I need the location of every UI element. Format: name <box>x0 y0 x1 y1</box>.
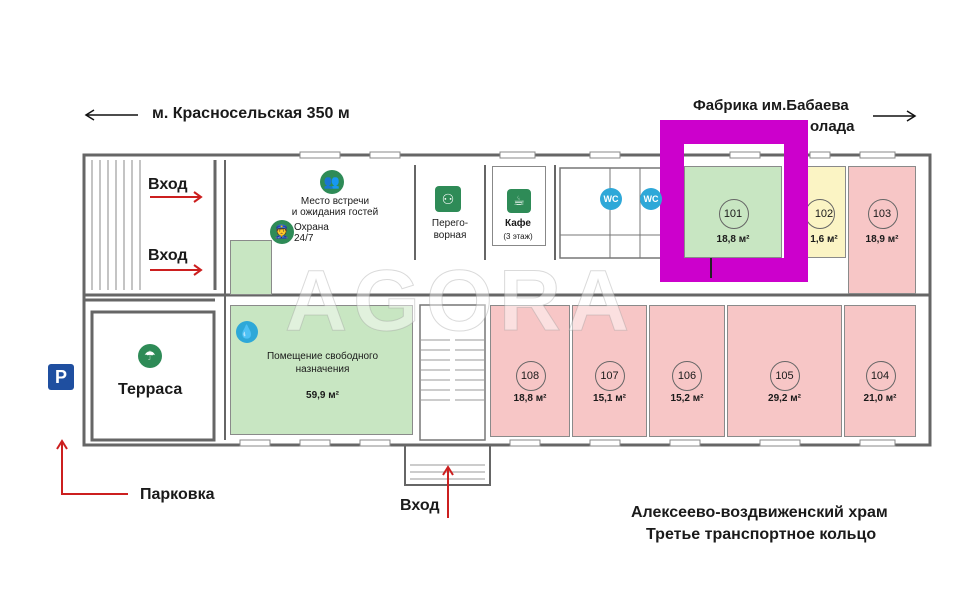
stair-block-center <box>419 304 486 441</box>
room-103-number: 103 <box>872 208 892 220</box>
entrance-label-3: Вход <box>400 497 440 514</box>
entrance-arrow-1 <box>150 191 203 203</box>
cafe-floor-label: (3 этаж) <box>503 232 533 241</box>
room-105-area: 29,2 м² <box>768 393 801 404</box>
room-103-area: 18,9 м² <box>865 234 899 245</box>
room-101[interactable]: 101 18,8 м² <box>684 166 782 258</box>
factory-label-tail: олада <box>810 118 855 135</box>
room-107[interactable]: 107 15,1 м² <box>572 305 647 437</box>
coffee-cup-icon: ☕ <box>507 189 531 213</box>
room-102-number: 102 <box>814 208 834 220</box>
factory-label: Фабрика им.Бабаева <box>693 97 849 114</box>
parking-sign: P <box>48 364 74 390</box>
meeting-room-icon: ⚇ <box>435 186 461 212</box>
parking-label: Парковка <box>140 486 215 503</box>
entrance-label-1: Вход <box>148 176 188 193</box>
wc-icon-2: WC <box>640 188 662 210</box>
room-106[interactable]: 106 15,2 м² <box>649 305 725 437</box>
selected-room-highlight <box>660 120 808 282</box>
room-105[interactable]: 105 29,2 м² <box>727 305 842 437</box>
cafe-label: Кафе <box>505 218 531 229</box>
entrance-arrow-3 <box>442 465 454 518</box>
wc-icon-1: WC <box>600 188 622 210</box>
meeting-room-label: Перего- ворная <box>431 218 469 241</box>
parking-sign-letter: P <box>54 367 67 387</box>
water-drop-icon: 💧 <box>236 321 258 343</box>
parking-arrow <box>56 439 128 495</box>
stair-block-left <box>91 160 141 290</box>
metro-arrow <box>84 109 138 121</box>
factory-arrow <box>873 110 917 122</box>
room-101-area: 18,8 м² <box>716 234 750 245</box>
terrace-outline <box>90 310 216 442</box>
security-label: Охрана 24/7 <box>294 222 329 244</box>
free-use-room-label: Помещение свободного назначения <box>266 351 379 375</box>
meeting-point-icon: 👥 <box>320 170 344 194</box>
room-102-area: 1,6 м² <box>810 234 838 245</box>
entrance-label-2: Вход <box>148 247 188 264</box>
room-104-number: 104 <box>870 370 890 382</box>
room-107-number: 107 <box>600 370 619 382</box>
room-107-area: 15,1 м² <box>593 393 626 404</box>
room-104-area: 21,0 м² <box>863 393 897 404</box>
room-105-number: 105 <box>775 370 794 382</box>
room-104[interactable]: 104 21,0 м² <box>844 305 916 437</box>
church-label: Алексеево-воздвиженский храм <box>631 504 888 521</box>
room-103[interactable]: 103 18,9 м² <box>848 166 916 294</box>
entrance-arrow-2 <box>150 264 203 276</box>
security-guard-icon: 👮 <box>270 220 294 244</box>
highlight-door-mark <box>710 258 712 278</box>
terrace-label: Терраса <box>118 381 183 398</box>
building-wall-south <box>82 293 932 447</box>
metro-label: м. Красносельская 350 м <box>152 105 350 122</box>
room-102[interactable]: 102 1,6 м² <box>802 166 846 258</box>
room-108-number: 108 <box>520 370 540 382</box>
ring-road-label: Третье транспортное кольцо <box>646 526 877 543</box>
free-use-room-area: 59,9 м² <box>306 390 339 401</box>
watermark: AGORA <box>284 253 636 350</box>
terrace-table-icon: ☂ <box>138 344 162 368</box>
room-101-number: 101 <box>723 208 743 220</box>
room-108-area: 18,8 м² <box>513 393 547 404</box>
small-green-room <box>230 240 272 295</box>
meeting-point-label: Место встречи и ожидания гостей <box>291 196 379 218</box>
room-108[interactable]: 108 18,8 м² <box>490 305 570 437</box>
room-106-area: 15,2 м² <box>670 393 704 404</box>
room-106-number: 106 <box>677 370 697 382</box>
free-use-room[interactable]: Помещение свободного назначения 59,9 м² <box>230 305 413 435</box>
